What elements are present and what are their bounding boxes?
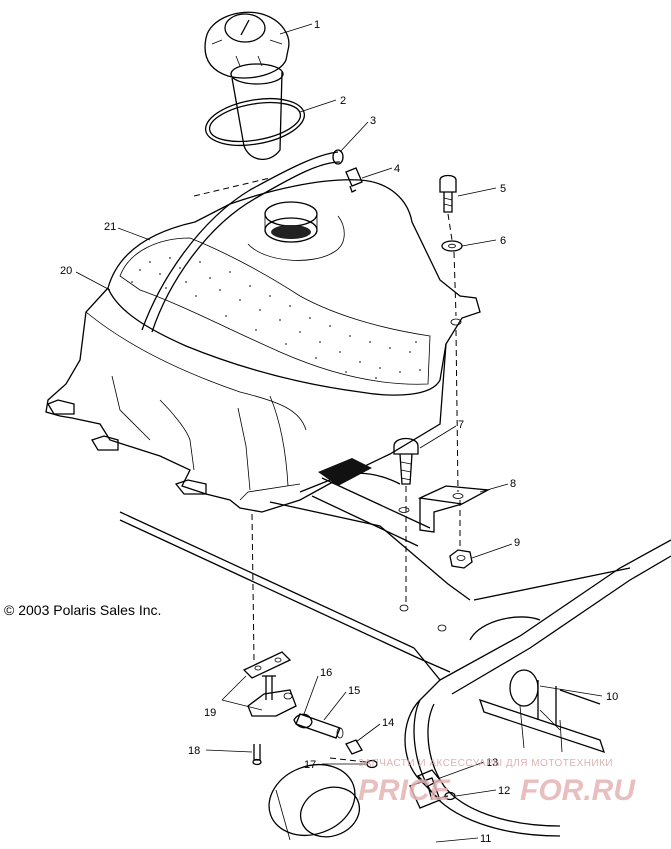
bolt-5 [439,174,457,213]
callout-13: 13 [486,757,498,769]
mounting-bracket [398,485,491,533]
fuel-cap [204,11,290,79]
watermark-brand-right: FOR.RU [520,774,636,807]
alignment-lines [193,177,461,763]
clamp-13 [416,769,442,801]
callout-1: 1 [314,19,320,31]
callout-15: 15 [348,685,360,697]
nut-9 [449,549,473,569]
callout-2: 2 [340,95,346,107]
fuel-tank [45,179,481,513]
callout-21: 21 [104,221,116,233]
leader-lines [75,23,603,843]
filler-neck [230,63,284,160]
callout-16: 16 [320,667,332,679]
vent-fitting [345,167,363,193]
callout-9: 9 [514,537,520,549]
callout-18: 18 [188,745,200,757]
decal-stipple [131,257,421,379]
callout-6: 6 [500,235,506,247]
fuel-valve-assembly [242,651,378,769]
callout-5: 5 [500,183,506,195]
callout-4: 4 [394,163,400,175]
o-ring [204,98,306,146]
vent-hose [141,149,344,333]
callout-17: 17 [304,759,316,771]
callout-11: 11 [480,833,491,845]
engine-cylinder [268,764,361,841]
callout-3: 3 [370,115,376,127]
callout-20: 20 [60,265,72,277]
callout-12: 12 [498,785,510,797]
screw-12 [439,791,456,801]
callout-14: 14 [382,717,394,729]
copyright-notice: © 2003 Polaris Sales Inc. [4,602,162,618]
watermark-brand-left: PRICE [358,774,451,807]
callout-8: 8 [510,478,516,490]
callout-7: 7 [458,419,464,431]
washer-6 [441,240,463,252]
callout-10: 10 [606,691,618,703]
callouts: 1 2 3 4 5 6 7 8 9 10 11 12 13 14 15 16 1… [60,19,618,845]
watermark: ЗАПЧАСТИ И АКСЕССУАРЫ ДЛЯ МОТОТЕХНИКИ PR… [358,758,636,807]
callout-19: 19 [204,707,216,719]
watermark-tagline: ЗАПЧАСТИ И АКСЕССУАРЫ ДЛЯ МОТОТЕХНИКИ [358,758,613,769]
bolt-7 [393,437,419,485]
frame [119,458,671,837]
